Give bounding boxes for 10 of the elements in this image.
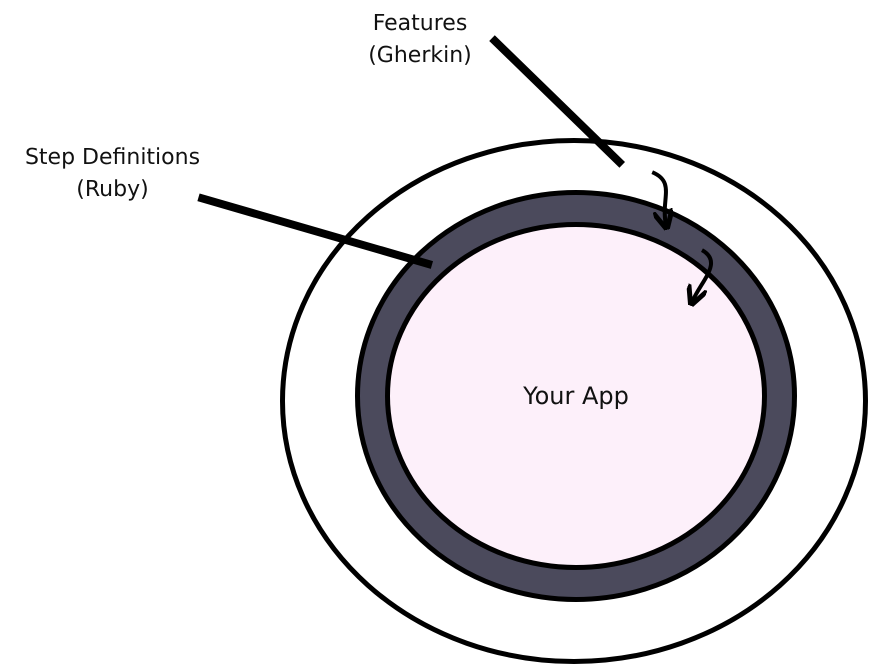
caption-text: Features (Gherkin) <box>330 8 510 78</box>
ring-ellipse <box>355 190 797 602</box>
leader-line <box>489 35 625 168</box>
curved-arrow <box>651 170 676 232</box>
caption-text: Step Definitions (Ruby) <box>5 142 220 212</box>
outer-ellipse <box>280 138 868 664</box>
curved-arrow <box>687 248 713 308</box>
leader-line <box>197 193 434 269</box>
node-label: Your App <box>522 381 630 412</box>
inner-ellipse <box>385 222 767 570</box>
